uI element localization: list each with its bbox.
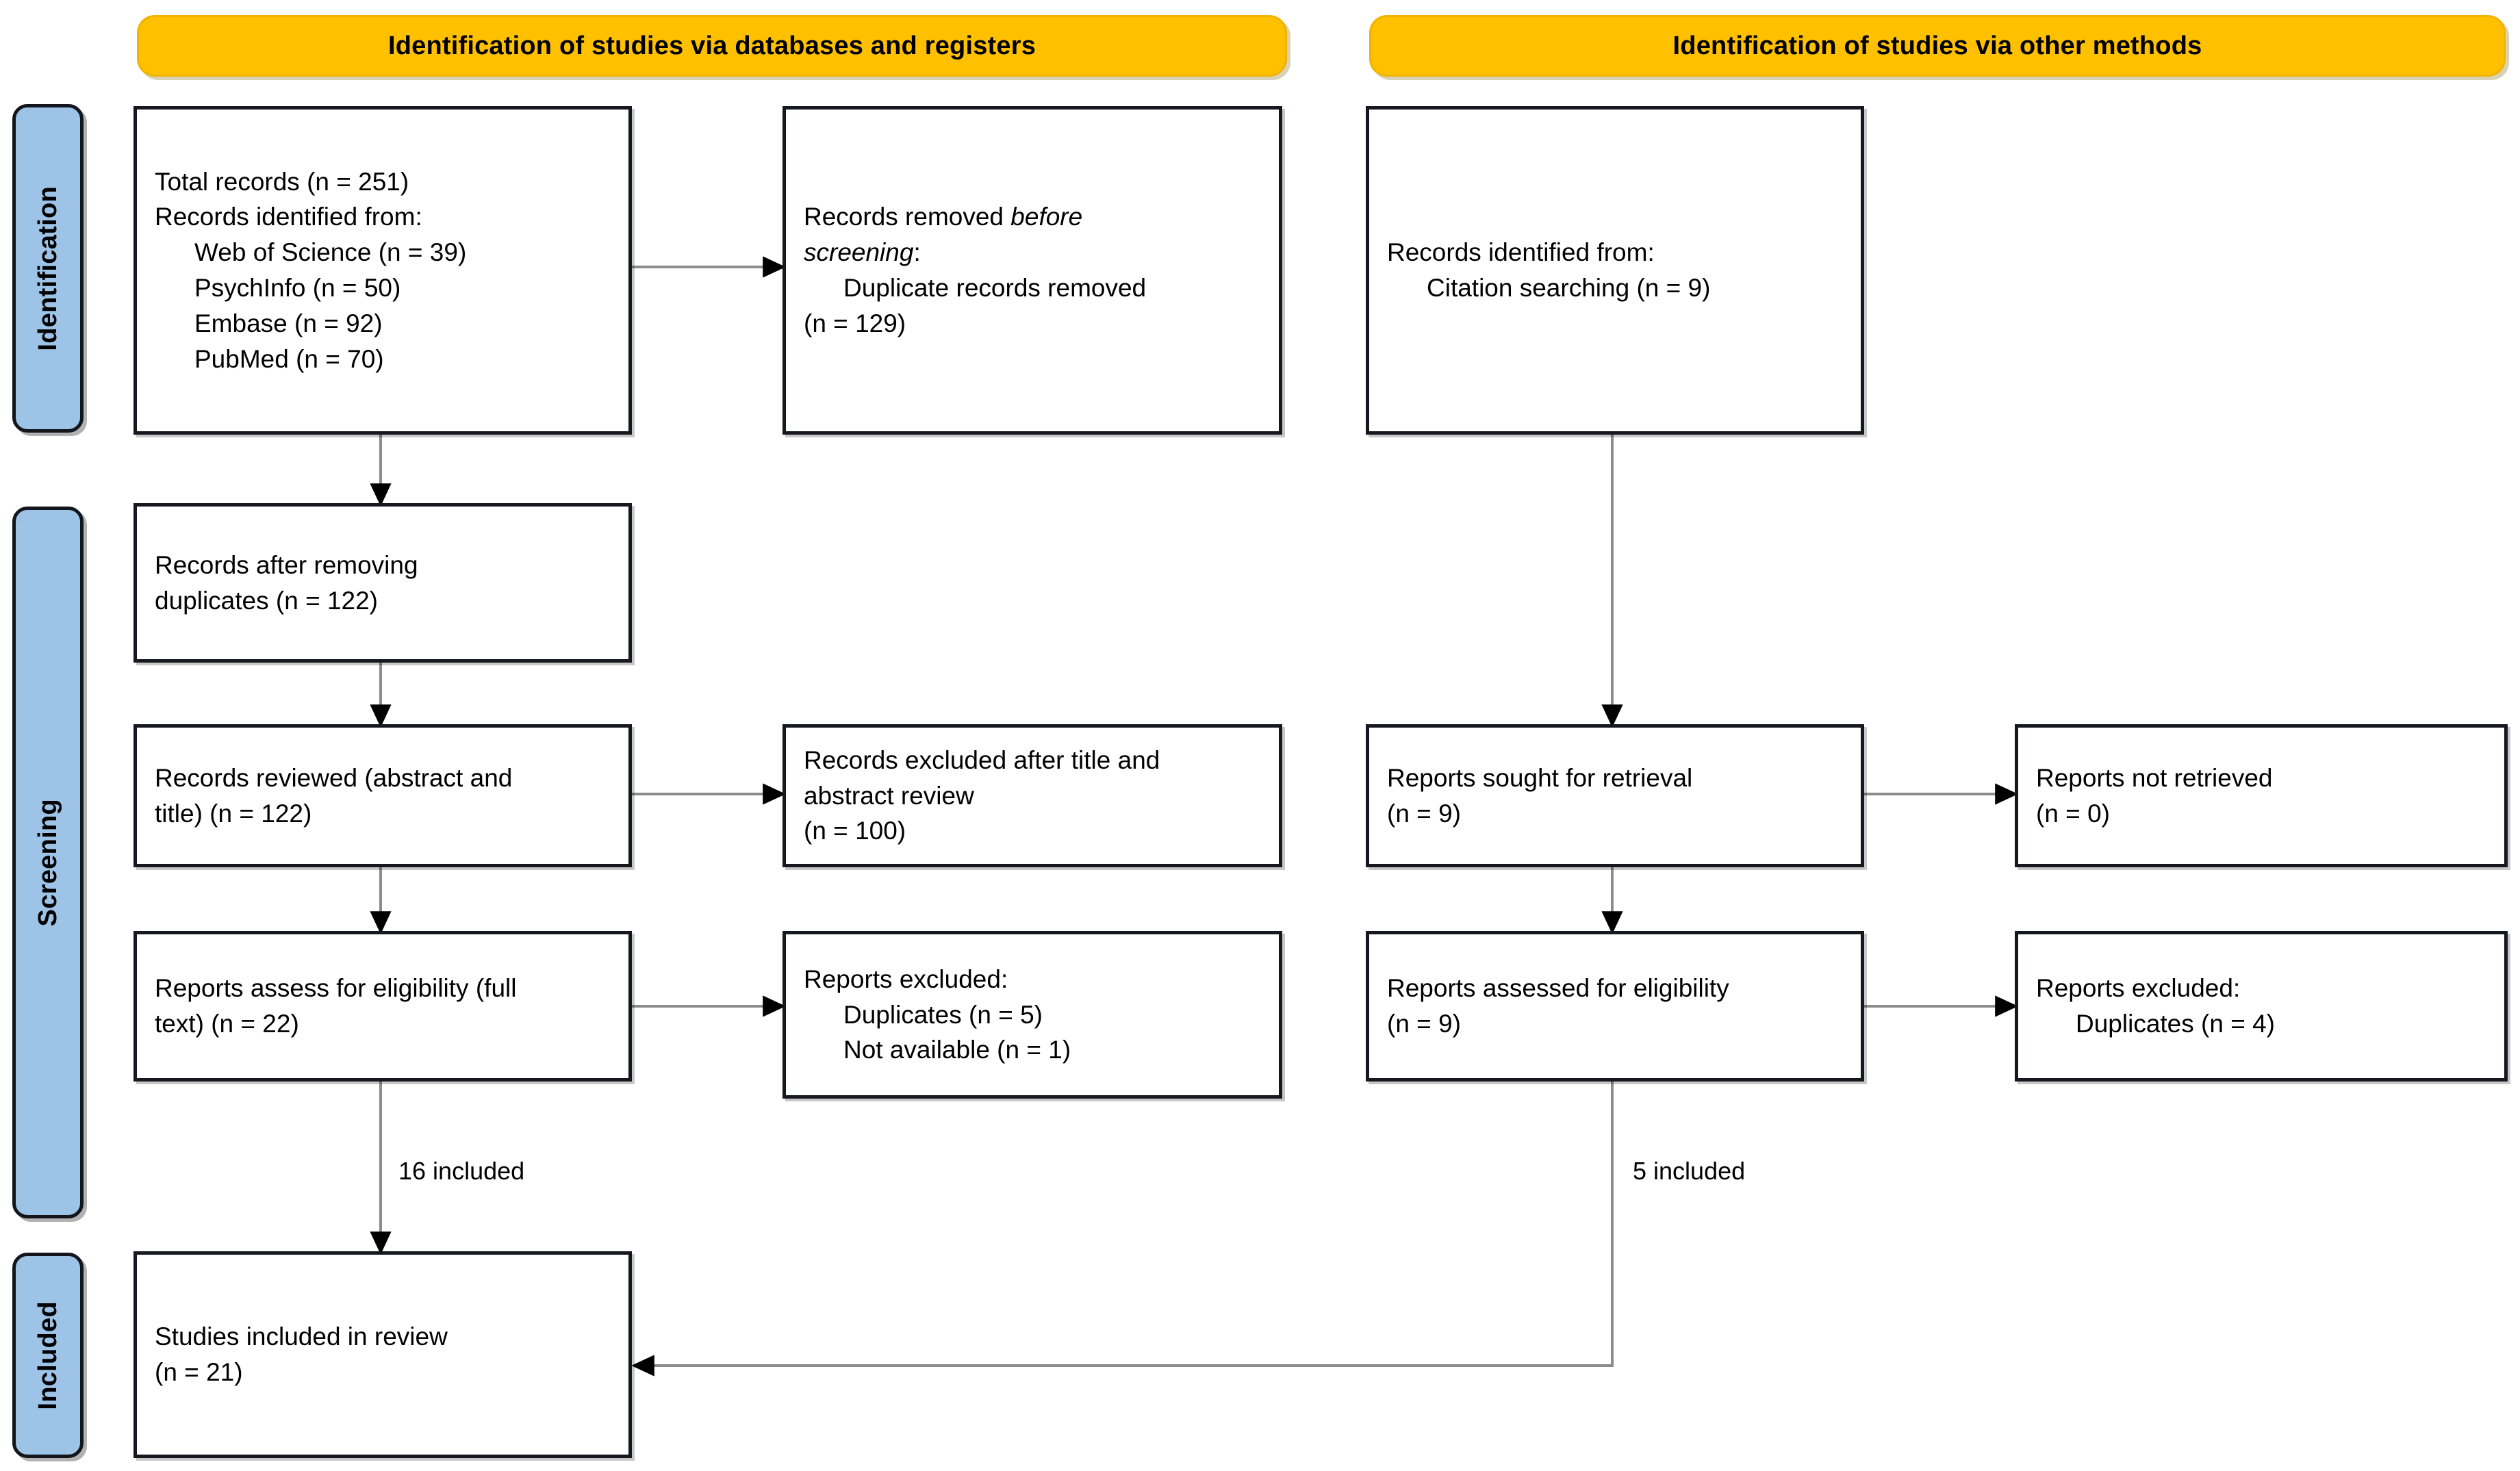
line-web-of-science: Web of Science (n = 39): [194, 238, 467, 267]
line-not-retrieved-count: (n = 0): [2036, 799, 2110, 828]
node-reports-excluded-right: Reports excluded: Duplicates (n = 4): [2015, 931, 2508, 1082]
line-records-reviewed-count: title) (n = 122): [155, 799, 312, 828]
banner-databases-label: Identification of studies via databases …: [387, 31, 1036, 60]
node-reports-assessed-right: Reports assessed for eligibility (n = 9): [1366, 931, 1864, 1082]
line-reports-sought-count: (n = 9): [1387, 799, 1461, 828]
line-duplicate-records-removed: Duplicate records removed: [843, 274, 1147, 302]
line-total-records: Total records (n = 251): [155, 167, 409, 196]
line-excluded-abstract: abstract review: [804, 781, 974, 810]
banner-other-methods: Identification of studies via other meth…: [1369, 15, 2506, 77]
node-records-after-duplicates-text: Records after removing duplicates (n = 1…: [137, 548, 628, 619]
node-records-identified: Total records (n = 251) Records identifi…: [133, 106, 632, 435]
node-reports-sought: Reports sought for retrieval (n = 9): [1366, 724, 1864, 867]
line-pubmed: PubMed (n = 70): [194, 344, 384, 373]
line-excluded-count: (n = 100): [804, 817, 906, 845]
line-studies-included: Studies included in review: [155, 1322, 448, 1351]
line-duplicates-count: duplicates (n = 122): [155, 586, 379, 615]
banner-other-methods-label: Identification of studies via other meth…: [1672, 31, 2202, 60]
line-screening-em: screening: [804, 238, 914, 267]
line-records-removed: Records removed before: [804, 199, 1261, 235]
line-reports-excluded-heading: Reports excluded:: [804, 964, 1008, 993]
line-screening-colon-mark: :: [913, 238, 921, 267]
banner-databases: Identification of studies via databases …: [137, 15, 1287, 77]
node-reports-excluded-left-text: Reports excluded: Duplicates (n = 5) Not…: [786, 962, 1279, 1068]
node-reports-not-retrieved: Reports not retrieved (n = 0): [2015, 724, 2508, 867]
line-reports-sought: Reports sought for retrieval: [1387, 763, 1693, 792]
node-reports-assess-eligibility: Reports assess for eligibility (full tex…: [133, 931, 632, 1082]
stage-label-screening-text: Screening: [33, 798, 62, 927]
stage-label-screening: Screening: [12, 507, 84, 1218]
line-assess-eligibility: Reports assess for eligibility (full: [155, 974, 517, 1003]
node-records-identified-text: Total records (n = 251) Records identifi…: [137, 164, 628, 377]
line-not-retrieved: Reports not retrieved: [2036, 763, 2273, 792]
line-excluded-title: Records excluded after title and: [804, 745, 1160, 774]
node-reports-sought-text: Reports sought for retrieval (n = 9): [1369, 760, 1861, 832]
node-studies-included-text: Studies included in review (n = 21): [137, 1319, 628, 1390]
line-after-removing: Records after removing: [155, 550, 418, 579]
line-duplicate-count: (n = 129): [804, 309, 906, 337]
node-reports-assessed-right-text: Reports assessed for eligibility (n = 9): [1369, 971, 1861, 1042]
line-assessed-count: (n = 9): [1387, 1010, 1461, 1038]
stage-label-included-text: Included: [33, 1301, 62, 1410]
line-records-reviewed: Records reviewed (abstract and: [155, 763, 513, 792]
line-assess-count: text) (n = 22): [155, 1010, 299, 1038]
line-reports-excluded-duplicates: Duplicates (n = 5): [843, 1000, 1043, 1029]
line-citation-searching: Citation searching (n = 9): [1427, 274, 1711, 302]
line-screening-colon: screening:: [804, 235, 1261, 270]
line-excluded-right-heading: Reports excluded:: [2036, 974, 2241, 1003]
node-studies-included: Studies included in review (n = 21): [133, 1251, 632, 1458]
edge-label-left-included: 16 included: [398, 1157, 525, 1185]
node-records-excluded: Records excluded after title and abstrac…: [782, 724, 1282, 867]
node-reports-excluded-right-text: Reports excluded: Duplicates (n = 4): [2018, 971, 2504, 1042]
line-studies-included-count: (n = 21): [155, 1358, 243, 1386]
node-reports-assess-text: Reports assess for eligibility (full tex…: [137, 971, 628, 1042]
node-records-reviewed-text: Records reviewed (abstract and title) (n…: [137, 760, 628, 832]
node-records-reviewed: Records reviewed (abstract and title) (n…: [133, 724, 632, 867]
node-records-excluded-text: Records excluded after title and abstrac…: [786, 743, 1279, 849]
node-reports-not-retrieved-text: Reports not retrieved (n = 0): [2018, 760, 2504, 832]
line-embase: Embase (n = 92): [194, 309, 383, 337]
line-other-identified-from: Records identified from:: [1387, 238, 1655, 267]
node-reports-excluded-left: Reports excluded: Duplicates (n = 5) Not…: [782, 931, 1282, 1099]
node-records-after-duplicates: Records after removing duplicates (n = 1…: [133, 503, 632, 663]
line-excluded-right-duplicates: Duplicates (n = 4): [2076, 1010, 2275, 1038]
line-reports-excluded-not-available: Not available (n = 1): [843, 1036, 1071, 1064]
edge-label-right-included: 5 included: [1633, 1157, 1746, 1185]
stage-label-identification: Identification: [12, 104, 84, 433]
line-psychinfo: PsychInfo (n = 50): [194, 274, 401, 302]
node-other-records-identified: Records identified from: Citation search…: [1366, 106, 1864, 435]
node-other-identified-text: Records identified from: Citation search…: [1369, 235, 1861, 306]
node-records-removed-before-screening: Records removed before screening: Duplic…: [782, 106, 1282, 435]
line-records-removed-a: Records removed: [804, 203, 1011, 231]
line-records-removed-em: before: [1010, 203, 1083, 231]
line-identified-from: Records identified from:: [155, 203, 422, 231]
node-records-removed-text: Records removed before screening: Duplic…: [786, 199, 1279, 341]
line-assessed-eligibility: Reports assessed for eligibility: [1387, 974, 1729, 1003]
stage-label-identification-text: Identification: [33, 186, 62, 351]
stage-label-included: Included: [12, 1253, 84, 1458]
